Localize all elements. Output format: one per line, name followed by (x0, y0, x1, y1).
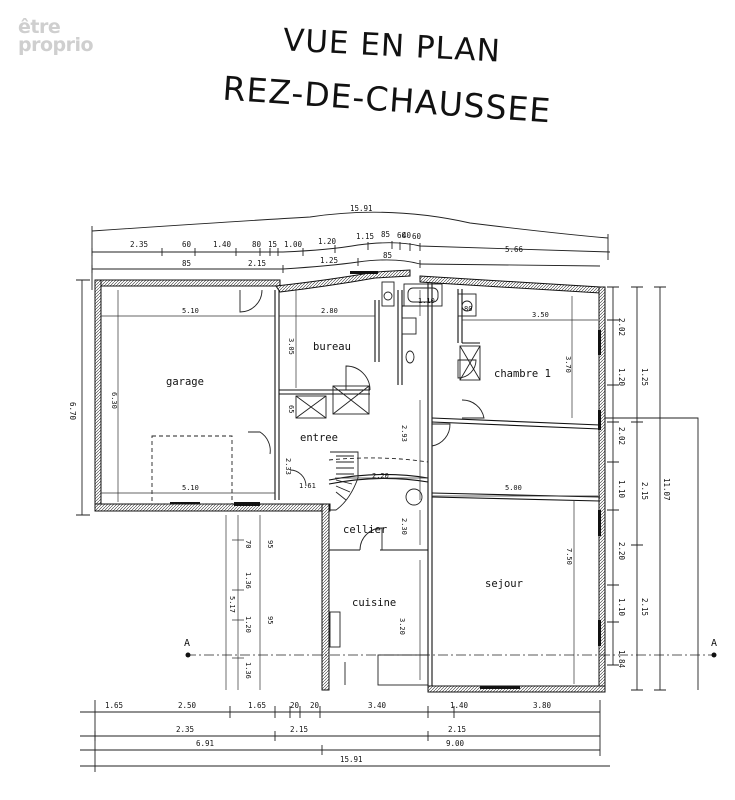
dim-left-col-2: 1.36 (244, 572, 252, 589)
dim-top2-3: 1.25 (320, 256, 338, 265)
dim-bottom2-3: 2.15 (448, 725, 466, 734)
dim-top-9: 85 (381, 230, 390, 239)
interior-dimension-labels: 5.10 5.10 6.30 2.80 3.05 65 3.50 3.70 1.… (110, 297, 573, 679)
dim-garage-w-top: 5.10 (182, 307, 199, 315)
dim-stair-small: 1.61 (299, 482, 316, 490)
dim-bottom3-1: 6.91 (196, 739, 214, 748)
section-marker-left: A (184, 638, 190, 649)
bathroom-fixtures (329, 281, 477, 686)
dim-left-col2-2: 95 (266, 616, 274, 624)
dim-chambre-h: 3.70 (564, 356, 572, 373)
dim-right-7: 1.84 (617, 650, 626, 669)
dim-right2-2: 2.15 (640, 482, 649, 500)
section-markers: A A (184, 638, 717, 658)
dim-top-total: 15.91 (350, 204, 373, 213)
room-labels: garage bureau chambre 1 entree cellier c… (166, 341, 551, 609)
dim-bottom-1: 1.65 (105, 701, 123, 710)
dim-top2-1: 85 (182, 259, 191, 268)
dim-bureau-w: 2.80 (321, 307, 338, 315)
dim-right2-1: 1.25 (640, 368, 649, 386)
dim-garage-w-bottom: 5.10 (182, 484, 199, 492)
room-cuisine: cuisine (352, 597, 396, 609)
dim-bottom-2: 2.50 (178, 701, 197, 710)
dim-left-col-4: 1.36 (244, 662, 252, 679)
dim-top-10: 60 (397, 231, 407, 240)
dim-right-6: 1.10 (617, 598, 626, 617)
dim-left-total: 5.17 (228, 596, 236, 613)
dim-left-total: 6.70 (68, 402, 77, 421)
room-chambre: chambre 1 (494, 368, 551, 380)
dim-right2-3: 2.15 (640, 598, 649, 616)
dim-top2-4: 85 (383, 251, 392, 260)
dim-right-2: 1.20 (617, 368, 626, 387)
dim-right-total: 11.07 (662, 478, 671, 501)
dim-top-2: 60 (182, 240, 192, 249)
dim-top-11: 40 (402, 231, 412, 240)
bottom-dimension-lines (80, 700, 610, 772)
side-dimension-lines (76, 279, 699, 691)
dim-right-3: 2.02 (617, 427, 626, 445)
dim-top-7: 1.20 (318, 237, 337, 246)
dim-bureau-h: 3.05 (287, 338, 295, 355)
room-cellier: cellier (343, 524, 387, 536)
dim-sejour-w: 5.00 (505, 484, 522, 492)
dim-bottom-3: 1.65 (248, 701, 266, 710)
watermark-line-1: être (18, 16, 61, 38)
dim-entree-w: 2.20 (372, 472, 389, 480)
section-marker-right: A (711, 638, 717, 649)
top-dimension-ticks (91, 241, 421, 273)
door-swings (239, 289, 485, 551)
room-sejour: sejour (485, 578, 523, 590)
watermark-logo: être proprio (18, 16, 94, 56)
room-bureau: bureau (313, 341, 351, 353)
dim-entree-h: 2.93 (400, 425, 408, 442)
dim-bottom-8: 3.80 (533, 701, 552, 710)
dim-top-5: 15 (268, 240, 277, 249)
dim-top2-2: 2.15 (248, 259, 266, 268)
dim-right-4: 1.10 (617, 480, 626, 499)
dim-bottom-6: 3.40 (368, 701, 387, 710)
top-dimension-labels: 15.91 2.35 60 1.40 80 15 1.00 1.20 1.15 … (130, 204, 524, 268)
dim-top-13: 5.66 (505, 245, 524, 254)
bottom-dimension-labels: 1.65 2.50 1.65 20 20 3.40 1.40 3.80 2.35… (105, 701, 552, 764)
dim-top-1: 2.35 (130, 240, 148, 249)
dim-bottom-5: 20 (310, 701, 320, 710)
interior-walls (274, 283, 601, 686)
dim-bottom-4: 20 (290, 701, 300, 710)
dim-cuisine-h: 3.20 (398, 618, 406, 635)
watermark-line-2: proprio (18, 34, 94, 56)
dim-bottom2-1: 2.35 (176, 725, 194, 734)
room-entree: entree (300, 432, 338, 444)
dim-top-12: 60 (412, 232, 422, 241)
dim-wc-w2: 80 (464, 305, 472, 313)
dim-top-4: 80 (252, 240, 262, 249)
closets (295, 345, 481, 419)
dim-bottom3-2: 9.00 (446, 739, 465, 748)
dim-right-5: 2.20 (617, 542, 626, 561)
dim-bottom-7: 1.40 (450, 701, 469, 710)
dim-top-6: 1.00 (284, 240, 303, 249)
dim-bottom-total: 15.91 (340, 755, 363, 764)
dim-right-1: 2.02 (617, 318, 626, 336)
dim-wc-w: 1.10 (418, 297, 435, 305)
dim-entree-small: 2.33 (284, 458, 292, 475)
dim-left-col-3: 1.20 (244, 616, 252, 633)
dim-garage-h: 6.30 (110, 392, 118, 409)
room-garage: garage (166, 376, 204, 388)
garage-door-outline (151, 435, 233, 505)
dim-left-col2-1: 95 (266, 540, 274, 548)
dim-closet: 65 (287, 405, 295, 413)
interior-dimension-lines (101, 290, 598, 690)
dim-top-3: 1.40 (213, 240, 232, 249)
dim-chambre-w: 3.50 (532, 311, 549, 319)
dim-bottom2-2: 2.15 (290, 725, 308, 734)
dim-left-col-1: 70 (244, 540, 252, 548)
side-dimension-labels: 6.70 2.02 1.20 2.02 1.10 2.20 1.10 1.84 … (68, 318, 671, 669)
dim-sejour-h: 7.50 (565, 548, 573, 565)
window-markers (170, 271, 601, 689)
dim-cellier-h: 2.30 (400, 518, 408, 535)
dim-top-8: 1.15 (356, 232, 374, 241)
